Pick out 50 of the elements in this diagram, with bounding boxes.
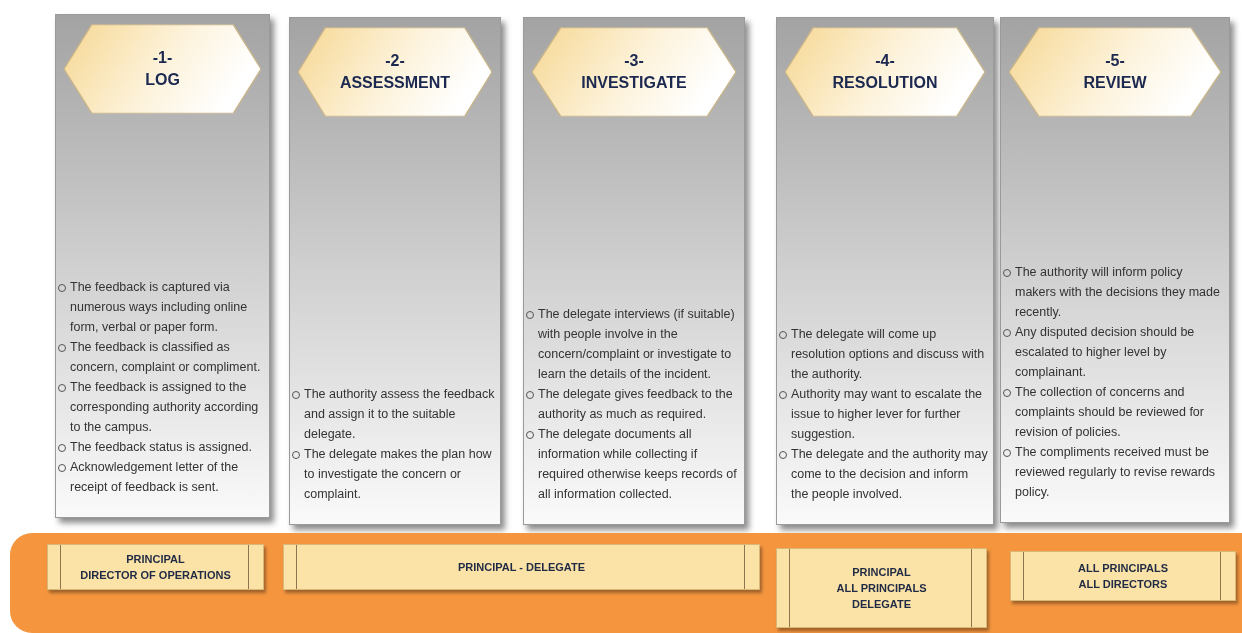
bullet-text: The feedback status is assigned. <box>70 439 253 456</box>
bullet-text: Any disputed decision should be escalated to higher level by complainant. <box>1015 324 1196 381</box>
step-panel <box>523 17 745 525</box>
role-text: ALL DIRECTORS <box>1078 577 1168 592</box>
role-text: PRINCIPAL - DELEGATE <box>457 560 586 575</box>
bullet-text: Acknowledgement letter of the receipt of feedback is sent. <box>70 459 240 496</box>
bullet-text: The delegate will come up resolution options and discuss with the authority. <box>791 326 986 383</box>
step-heading: INVESTIGATE <box>581 73 687 93</box>
step-heading: -2- <box>385 51 405 71</box>
step-heading: -5- <box>1105 51 1125 71</box>
hexagon-label <box>1009 26 1221 118</box>
bullet-text: The authority assess the feedback and assign it to the suitable delegate. <box>304 386 496 443</box>
roles-band <box>10 533 1242 633</box>
role-text: ALL PRINCIPALS <box>836 581 927 596</box>
bullet-text: The feedback is captured via numerous ways including online form, verbal or paper form. <box>70 279 249 336</box>
step-heading: RESOLUTION <box>832 73 938 93</box>
bullet-text: The feedback is classified as concern, complaint or compliment. <box>70 339 262 376</box>
bullet-text: The delegate documents all information while collecting if required otherwise keeps records of all information collected. <box>538 426 738 503</box>
step-panel <box>55 14 270 518</box>
hexagon-label <box>532 26 736 118</box>
bullet-text: The feedback is assigned to the corresponding authority according to the campus. <box>70 379 260 436</box>
step-heading: LOG <box>145 70 180 90</box>
bullet-text: The collection of concerns and complaints should be reviewed for revision of policies. <box>1015 384 1205 441</box>
role-box <box>283 544 760 590</box>
bullet-text: The compliments received must be reviewed regularly to revise rewards policy. <box>1015 444 1217 501</box>
role-text: PRINCIPAL <box>126 552 185 567</box>
step-heading: ASSESSMENT <box>339 73 451 93</box>
role-box <box>47 544 264 590</box>
bullet-text: The delegate interviews (if suitable) with people involve in the concern/complaint or investigate to learn the details of the incident. <box>538 306 736 383</box>
step-heading: REVIEW <box>1083 73 1147 93</box>
role-box <box>1010 551 1236 601</box>
hexagon-label <box>298 26 492 118</box>
bullet-text: Authority may want to escalate the issue to higher lever for further suggestion. <box>791 386 984 443</box>
step-panel <box>776 17 994 525</box>
step-heading: -3- <box>624 51 644 71</box>
bullet-text: The authority will inform policy makers with the decisions they made recently. <box>1015 264 1221 321</box>
role-text: PRINCIPAL <box>852 565 911 580</box>
role-text: ALL PRINCIPALS <box>1077 561 1168 576</box>
bullet-text: The delegate gives feedback to the authority as much as required. <box>538 386 734 423</box>
step-panel <box>1000 17 1230 523</box>
role-text: DELEGATE <box>851 597 912 612</box>
hexagon-label <box>785 26 985 118</box>
bullet-text: The delegate makes the plan how to investigate the concern or complaint. <box>304 446 493 503</box>
step-panel <box>289 17 501 525</box>
hexagon-label <box>64 23 261 115</box>
step-heading: -4- <box>875 51 895 71</box>
role-box <box>776 548 987 628</box>
step-heading: -1- <box>152 48 173 68</box>
bullet-text: The delegate and the authority may come to the decision and inform the people involved. <box>791 446 989 503</box>
role-text: DIRECTOR OF OPERATIONS <box>80 568 231 583</box>
